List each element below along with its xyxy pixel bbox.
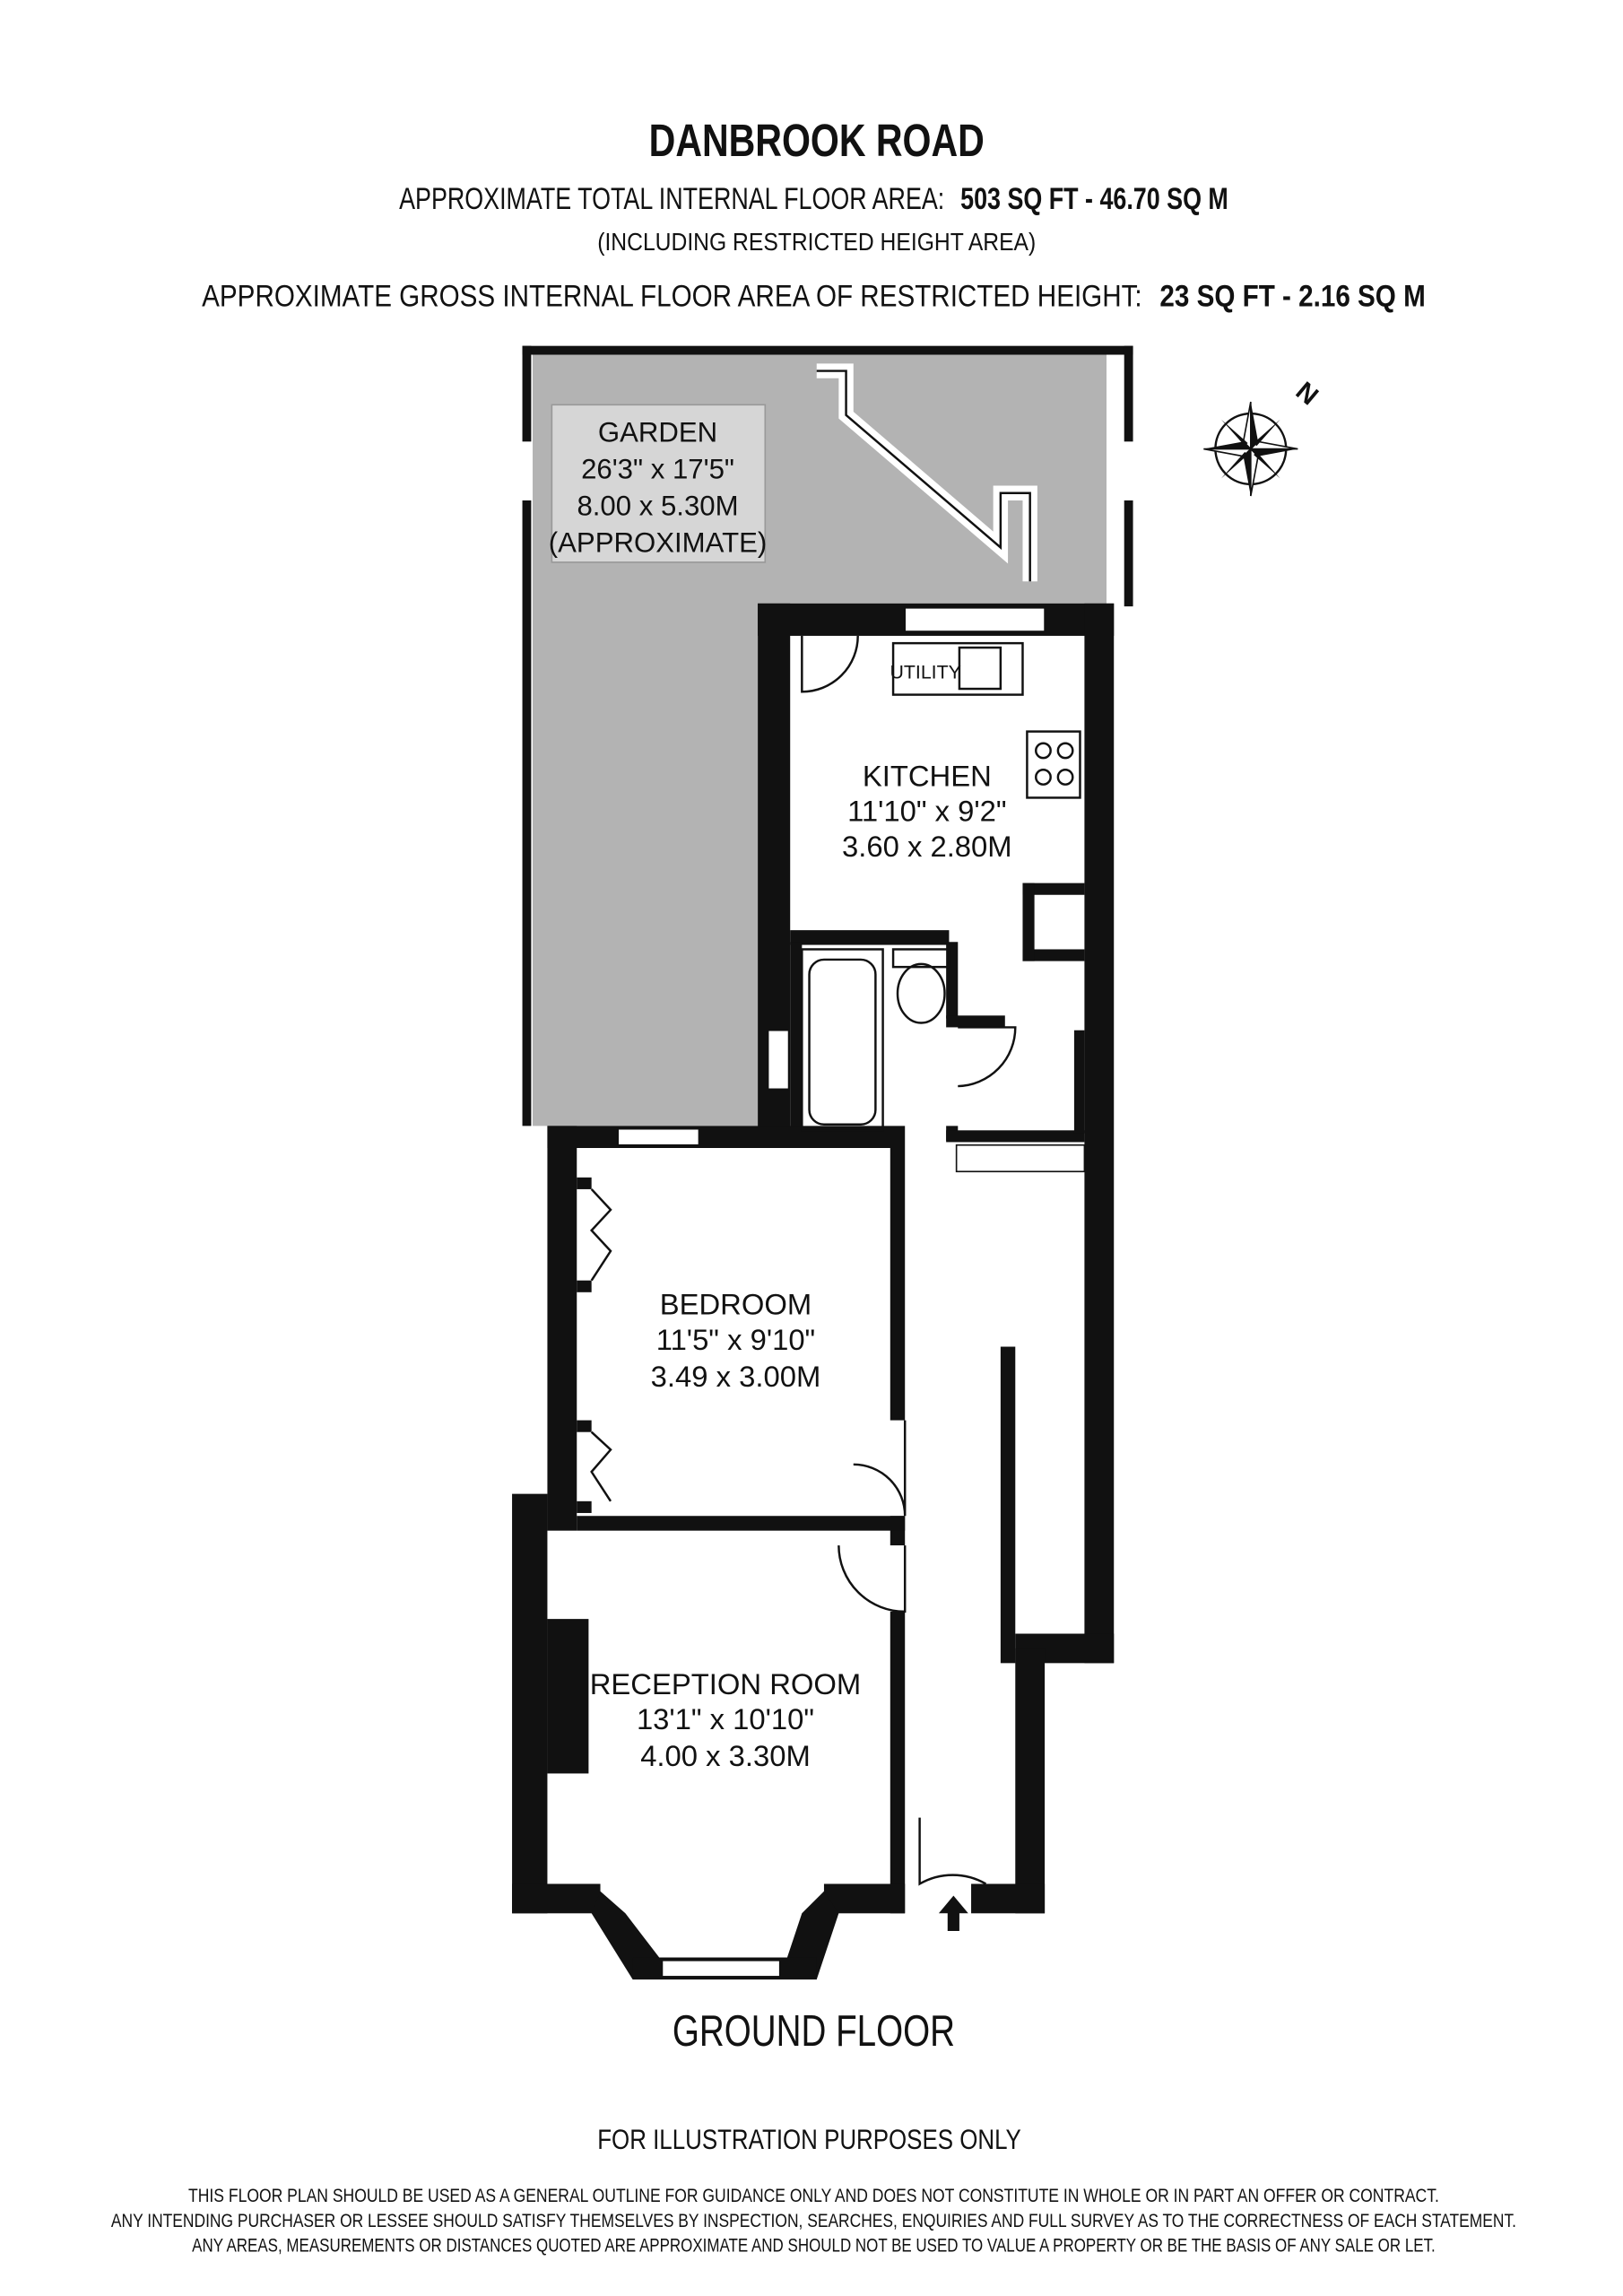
garden-note: (APPROXIMATE) bbox=[549, 526, 768, 558]
kitchen-name: KITCHEN bbox=[863, 759, 992, 792]
hob-icon bbox=[1026, 730, 1081, 799]
floor-label: GROUND FLOOR bbox=[673, 2006, 955, 2056]
bedroom-name: BEDROOM bbox=[660, 1287, 812, 1320]
bedroom-imperial: 11'5" x 9'10" bbox=[656, 1323, 815, 1356]
door-swing bbox=[801, 635, 859, 693]
including-note: (INCLUDING RESTRICTED HEIGHT AREA) bbox=[597, 228, 1036, 256]
sink-icon bbox=[958, 646, 1002, 691]
title: DANBROOK ROAD bbox=[649, 115, 985, 166]
compass-rose-icon: N bbox=[1203, 376, 1324, 497]
kitchen-metric: 3.60 x 2.80M bbox=[842, 830, 1012, 863]
total-area-line: APPROXIMATE TOTAL INTERNAL FLOOR AREA: 50… bbox=[399, 181, 1228, 216]
total-area-label: APPROXIMATE TOTAL INTERNAL FLOOR AREA: bbox=[399, 181, 944, 216]
toilet-icon bbox=[891, 948, 950, 969]
kitchen-imperial: 11'10" x 9'2" bbox=[847, 795, 1006, 828]
total-area-value: 503 SQ FT - 46.70 SQ M bbox=[960, 181, 1228, 216]
illustration-note: FOR ILLUSTRATION PURPOSES ONLY bbox=[597, 2124, 1021, 2155]
garden-imperial: 26'3" x 17'5" bbox=[581, 453, 734, 484]
utility-label: UTILITY bbox=[890, 662, 960, 683]
bathtub-icon bbox=[801, 948, 884, 1132]
garden-area: GARDEN 26'3" x 17'5" 8.00 x 5.30M (APPRO… bbox=[522, 345, 1133, 1126]
reception-name: RECEPTION ROOM bbox=[590, 1667, 861, 1700]
disclaimer-line-3: ANY AREAS, MEASUREMENTS OR DISTANCES QUO… bbox=[192, 2235, 1436, 2257]
reception-imperial: 13'1" x 10'10" bbox=[637, 1702, 814, 1735]
garden-name: GARDEN bbox=[598, 416, 717, 448]
garden-metric: 8.00 x 5.30M bbox=[577, 490, 738, 521]
disclaimer-line-2: ANY INTENDING PURCHASER OR LESSEE SHOULD… bbox=[111, 2210, 1516, 2231]
restricted-area-label: APPROXIMATE GROSS INTERNAL FLOOR AREA OF… bbox=[202, 278, 1142, 313]
restricted-area-line: APPROXIMATE GROSS INTERNAL FLOOR AREA OF… bbox=[202, 278, 1426, 313]
restricted-area-value: 23 SQ FT - 2.16 SQ M bbox=[1159, 278, 1425, 313]
reception-metric: 4.00 x 3.30M bbox=[640, 1739, 811, 1772]
fixtures bbox=[589, 635, 1081, 1932]
disclaimer-line-1: THIS FLOOR PLAN SHOULD BE USED AS A GENE… bbox=[188, 2185, 1439, 2206]
bedroom-metric: 3.49 x 3.00M bbox=[651, 1360, 821, 1393]
compass-north-label: N bbox=[1290, 376, 1324, 411]
entrance-arrow-icon bbox=[938, 1895, 968, 1932]
